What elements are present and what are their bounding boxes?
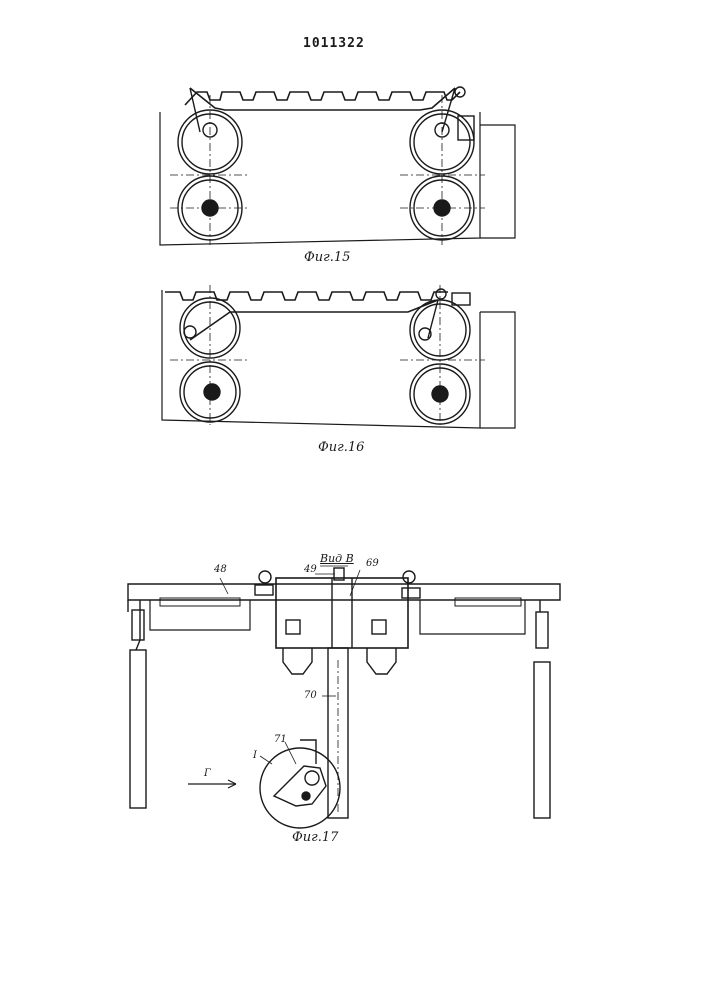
arrow-label: Г xyxy=(204,768,211,779)
callout-48: 48 xyxy=(214,564,227,575)
callout-71: 71 xyxy=(274,734,287,745)
figure-16-drawing xyxy=(162,285,515,428)
figure-17-drawing xyxy=(128,566,560,828)
figure-17-caption: Фиг.17 xyxy=(292,830,338,845)
figure-15-caption: Фиг.15 xyxy=(304,250,350,265)
view-label: Вид В xyxy=(320,552,354,565)
figure-16-caption: Фиг.16 xyxy=(318,440,364,455)
callout-detail-I: I xyxy=(253,750,257,761)
callout-69: 69 xyxy=(366,558,379,569)
callout-49: 49 xyxy=(304,564,317,575)
callout-70: 70 xyxy=(304,690,317,701)
figure-15-drawing xyxy=(160,87,515,245)
